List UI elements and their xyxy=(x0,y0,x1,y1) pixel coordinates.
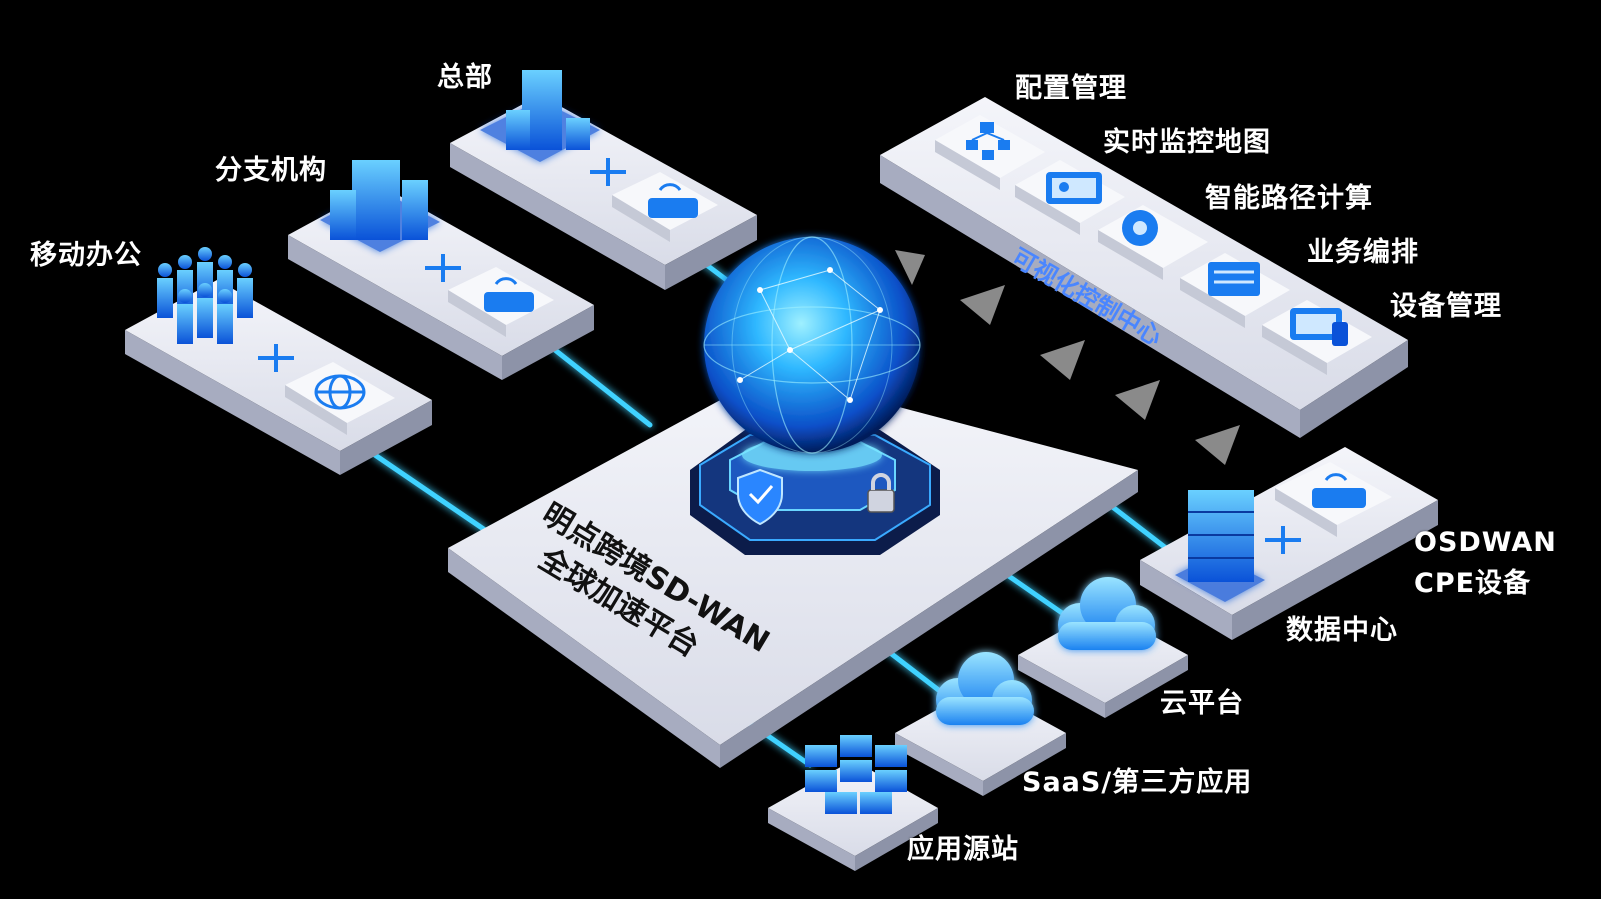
devices-icon xyxy=(1290,308,1348,346)
arrow-icon xyxy=(1195,425,1240,465)
label-feature-config: 配置管理 xyxy=(1015,73,1127,104)
cloud-icon xyxy=(936,652,1034,725)
label-saas: SaaS/第三方应用 xyxy=(1022,767,1253,798)
label-datacenter: 数据中心 xyxy=(1286,615,1398,646)
shield-icon xyxy=(737,468,783,526)
datacenter-cpe-tile xyxy=(1275,462,1392,537)
label-feature-ai: 智能路径计算 xyxy=(1205,183,1373,214)
label-feature-map: 实时监控地图 xyxy=(1103,127,1271,158)
people-group-icon xyxy=(157,247,253,344)
datacenter-plus-icon xyxy=(1265,526,1301,554)
router-icon xyxy=(648,183,698,218)
datacenter-server-icon xyxy=(1175,490,1265,602)
feature-tile-orchestration xyxy=(1180,253,1290,328)
arrow-icon xyxy=(895,250,925,285)
link-cloud xyxy=(997,567,1068,618)
server-rack-icon xyxy=(1208,262,1260,296)
hq-plus-icon xyxy=(590,158,626,186)
link-datacenter xyxy=(1107,502,1178,558)
feature-tile-config xyxy=(935,115,1045,190)
brain-gear-icon xyxy=(1122,210,1158,246)
cloud-icon xyxy=(1058,577,1156,650)
feature-tile-map xyxy=(1015,160,1125,235)
hq-building-icon xyxy=(480,70,600,162)
label-cloud: 云平台 xyxy=(1160,688,1244,719)
globe-icon xyxy=(703,236,921,454)
router-icon xyxy=(1312,473,1366,508)
arrow-icon xyxy=(1040,340,1085,380)
arrow-icon xyxy=(1115,380,1160,420)
branch-cpe-tile xyxy=(448,267,554,337)
mobile-plus-icon xyxy=(258,344,294,372)
label-cpe-line1: OSDWAN xyxy=(1414,527,1557,558)
link-mobile xyxy=(372,452,488,533)
arrow-icon xyxy=(960,285,1005,325)
feature-tile-ai xyxy=(1098,205,1208,280)
label-feature-devices: 设备管理 xyxy=(1390,291,1502,322)
topology-icon xyxy=(966,122,1010,160)
server-cluster-icon xyxy=(805,735,907,814)
branch-building-icon xyxy=(320,160,440,252)
internet-globe-icon xyxy=(314,374,366,410)
central-platform xyxy=(448,373,1138,768)
label-mobile: 移动办公 xyxy=(30,240,142,271)
router-icon xyxy=(484,277,534,312)
lock-icon xyxy=(867,473,895,513)
hq-cpe-tile xyxy=(612,172,718,242)
label-branch: 分支机构 xyxy=(215,155,327,186)
mobile-access-tile xyxy=(285,362,395,435)
label-hq: 总部 xyxy=(437,62,493,93)
label-feature-orchestration: 业务编排 xyxy=(1307,237,1419,268)
map-monitor-icon xyxy=(1046,172,1102,204)
link-branch xyxy=(552,347,653,428)
label-cpe-line2: CPE设备 xyxy=(1414,568,1532,599)
label-origin: 应用源站 xyxy=(907,834,1019,865)
control-arrows xyxy=(895,250,1240,465)
branch-plus-icon xyxy=(425,254,461,282)
feature-tile-devices xyxy=(1262,300,1372,375)
